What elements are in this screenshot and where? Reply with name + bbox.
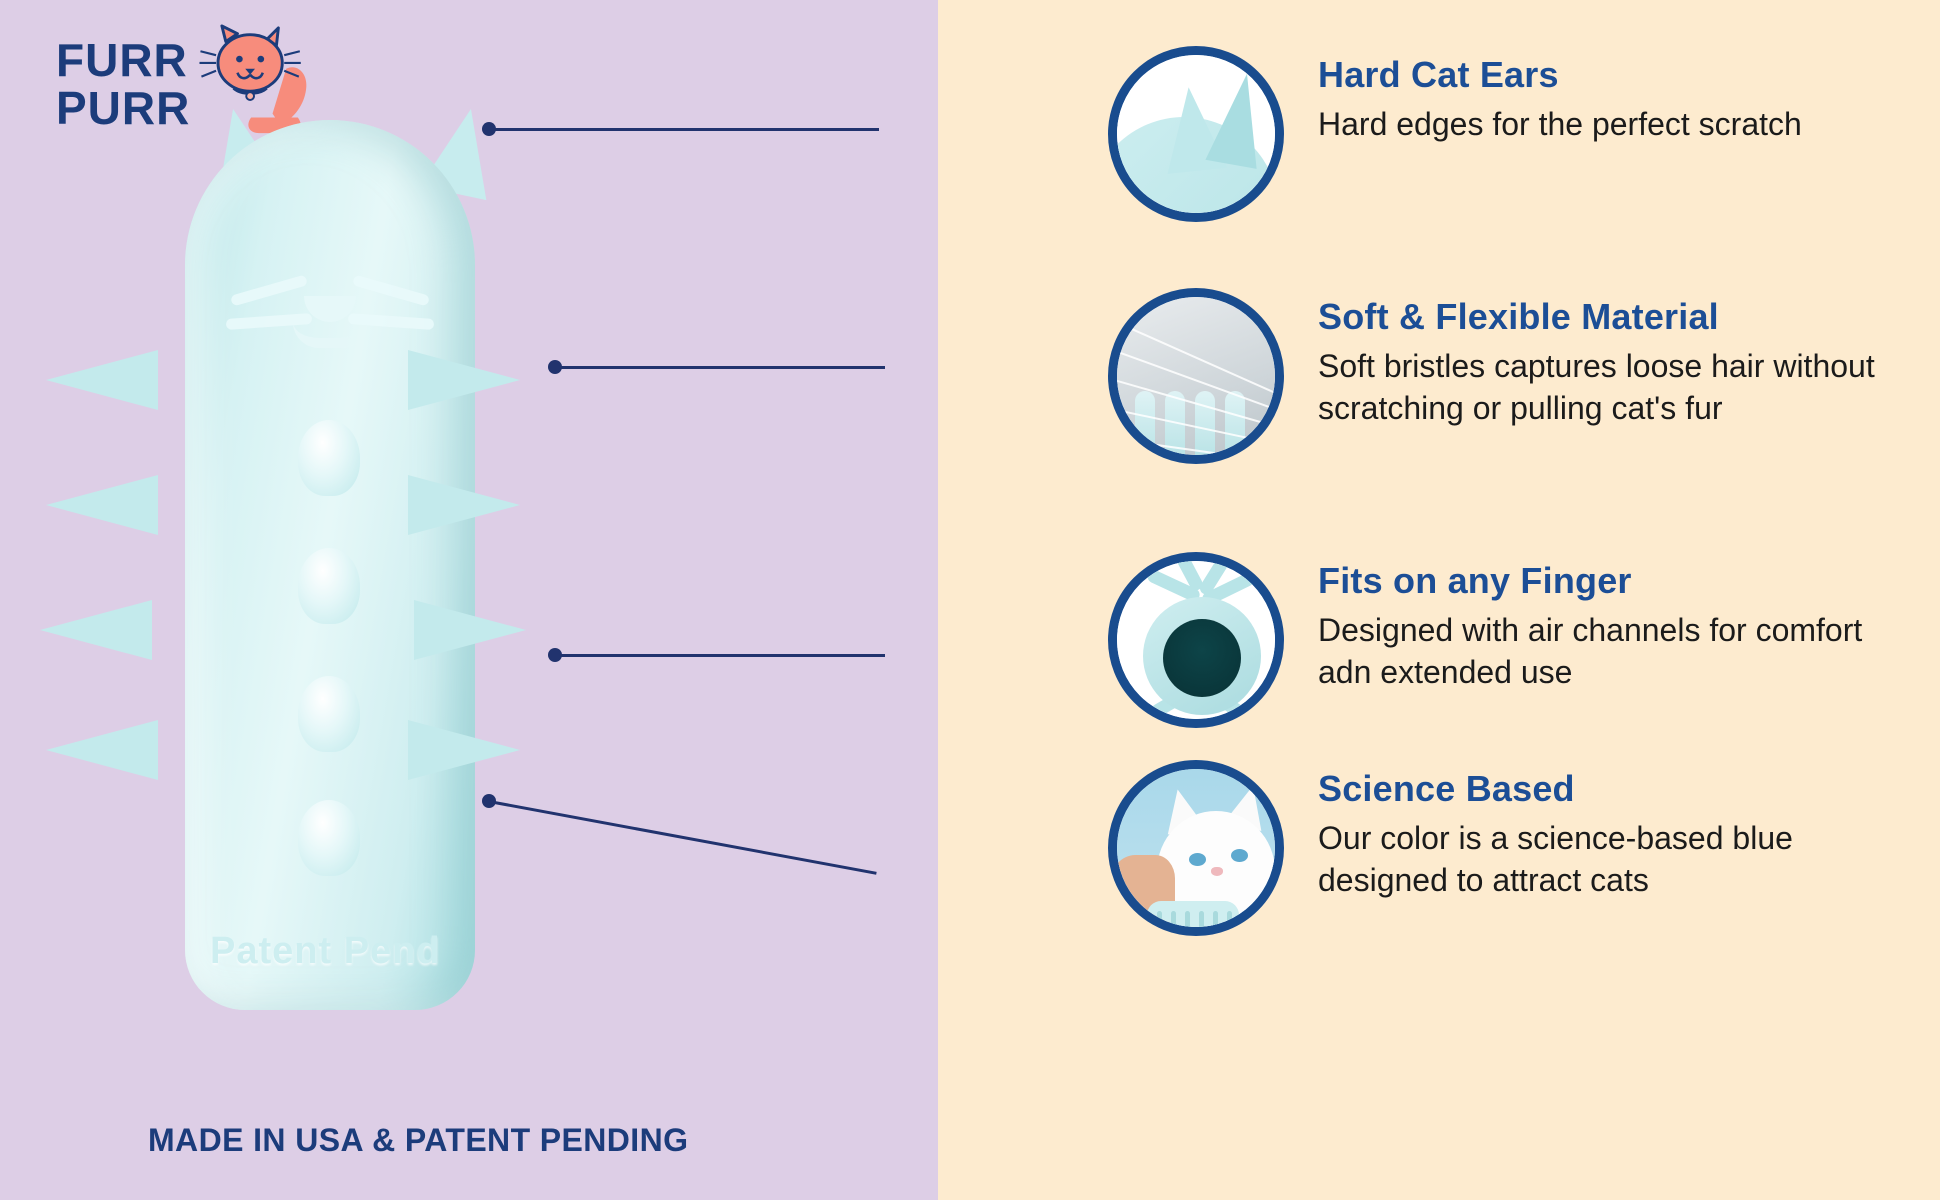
feature-image-science-based [1108, 760, 1284, 936]
feature-image-fits-on-any-finger [1108, 552, 1284, 728]
feature-science-based: Science Based Our color is a science-bas… [1108, 760, 1878, 936]
center-bump [298, 676, 360, 752]
center-bump [298, 548, 360, 624]
spike [408, 720, 520, 780]
spike [408, 350, 520, 410]
feature-heading: Fits on any Finger [1318, 560, 1632, 601]
cat-mascot-icon [199, 24, 307, 134]
made-in-usa-caption: MADE IN USA & PATENT PENDING [148, 1122, 689, 1158]
spike [46, 475, 158, 535]
feature-image-soft-flexible-material [1108, 288, 1284, 464]
spike [46, 720, 158, 780]
feature-hard-cat-ears: Hard Cat Ears Hard edges for the perfect… [1108, 46, 1802, 222]
logo-line-1: FURR [56, 34, 188, 86]
center-bump [298, 800, 360, 876]
feature-heading: Science Based [1318, 768, 1575, 809]
product-emboss-text: Patent Pend [210, 930, 441, 972]
feature-heading: Soft & Flexible Material [1318, 296, 1719, 337]
right-background-panel [938, 0, 1940, 1200]
feature-soft-flexible-material: Soft & Flexible Material Soft bristles c… [1108, 288, 1878, 464]
feature-body: Soft bristles captures loose hair withou… [1318, 348, 1875, 426]
feature-body: Our color is a science-based blue design… [1318, 820, 1793, 898]
product-photo: Patent Pend [30, 100, 630, 1100]
spike [408, 475, 520, 535]
spike [414, 600, 526, 660]
feature-fits-on-any-finger: Fits on any Finger Designed with air cha… [1108, 552, 1878, 728]
feature-body: Designed with air channels for comfort a… [1318, 612, 1863, 690]
product-mouth [293, 322, 367, 348]
spike [46, 350, 158, 410]
spike [40, 600, 152, 660]
logo-line-2: PURR [56, 82, 191, 134]
brand-logo: FURR PURR [56, 16, 316, 136]
feature-body: Hard edges for the perfect scratch [1318, 106, 1802, 142]
feature-heading: Hard Cat Ears [1318, 54, 1559, 95]
center-bump [298, 420, 360, 496]
logo-wordmark: FURR PURR [56, 36, 190, 132]
feature-image-hard-cat-ears [1108, 46, 1284, 222]
